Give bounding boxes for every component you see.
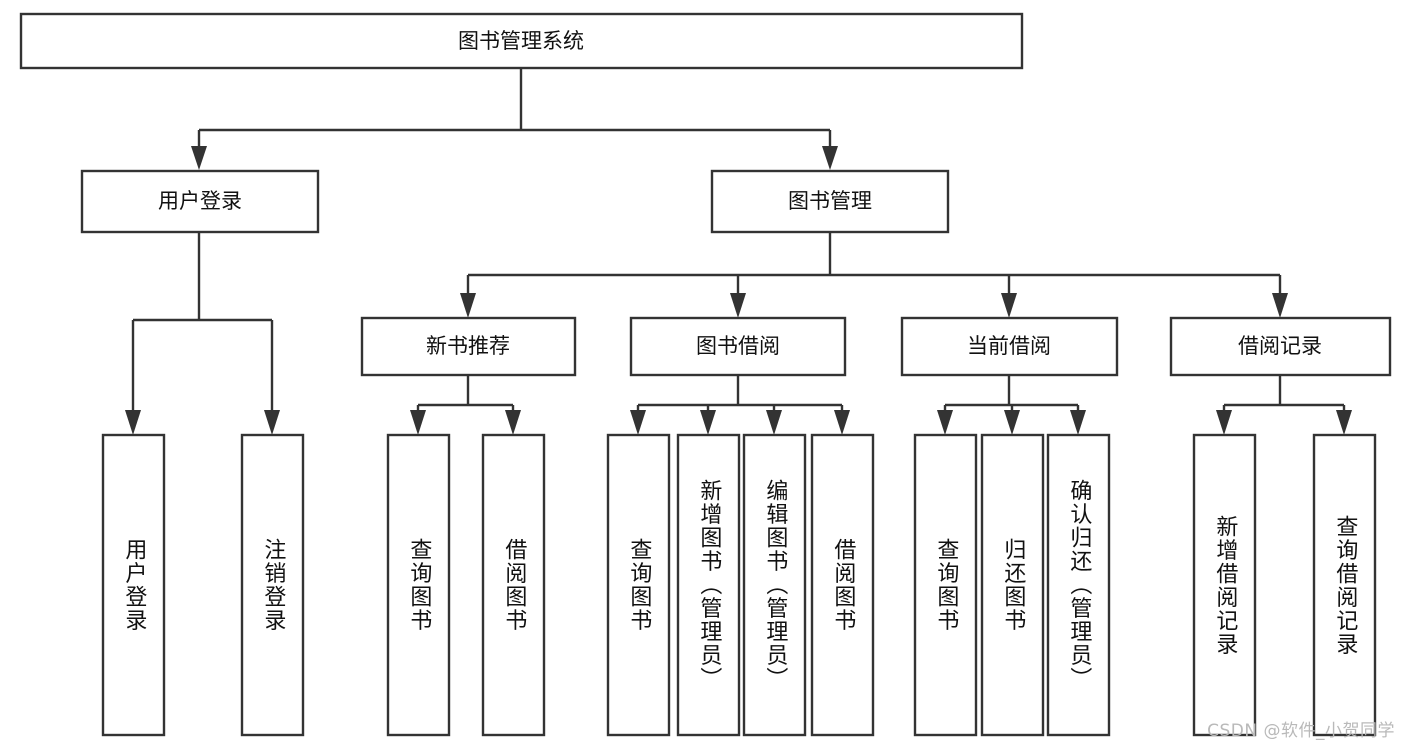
node-root[interactable]: 图书管理系统	[19, 12, 1024, 70]
leaf-box-borrowrecord-add[interactable]	[1192, 433, 1257, 737]
arrow-head-newbook-leaf-1	[410, 410, 426, 435]
connector-group-root-to-level2	[191, 68, 838, 170]
leaf-box-currentborrow-confirm[interactable]	[1046, 433, 1111, 737]
node-new-book-recommend[interactable]: 新书推荐	[360, 316, 577, 377]
arrow-head-currentborrow-leaf-3	[1070, 410, 1086, 435]
node-new-book-recommend-label: 新书推荐	[426, 334, 510, 358]
arrow-head-currentborrow-leaf-1	[937, 410, 953, 435]
connector-group-bookborrow-to-leaves	[630, 375, 850, 435]
leaf-box-borrowrecord-query[interactable]	[1312, 433, 1377, 737]
leaf-box-newbook-borrow[interactable]	[481, 433, 546, 737]
node-borrow-record-box[interactable]	[1169, 316, 1392, 377]
arrow-head-currentborrow-leaf-2	[1004, 410, 1020, 435]
node-book-manage-label: 图书管理	[788, 189, 872, 213]
arrow-head-current-borrow	[1001, 293, 1017, 318]
arrow-head-newbook-leaf-2	[505, 410, 521, 435]
arrow-head-new-book	[460, 293, 476, 318]
arrow-head-user-login	[191, 146, 207, 170]
node-current-borrow-label: 当前借阅	[967, 334, 1051, 358]
leaf-box-currentborrow-return[interactable]	[980, 433, 1045, 737]
node-book-borrow-box[interactable]	[629, 316, 847, 377]
node-borrow-record-label: 借阅记录	[1238, 334, 1322, 358]
arrow-head-borrow-record	[1272, 293, 1288, 318]
node-root-label: 图书管理系统	[458, 29, 584, 53]
connector-group-currentborrow-to-leaves	[937, 375, 1086, 435]
leaf-box-newbook-query[interactable]	[386, 433, 451, 737]
arrow-head-bookborrow-leaf-1	[630, 410, 646, 435]
arrow-head-leaf-logout	[264, 410, 280, 435]
arrow-head-bookborrow-leaf-3	[766, 410, 782, 435]
connector-group-bookmanage-to-level3	[460, 232, 1288, 318]
connector-group-borrowrecord-to-leaves	[1216, 375, 1352, 435]
connector-group-newbook-to-leaves	[410, 375, 521, 435]
leaf-box-currentborrow-query[interactable]	[913, 433, 978, 737]
leaf-box-user-login[interactable]	[101, 433, 166, 737]
arrow-head-bookborrow-leaf-4	[834, 410, 850, 435]
node-current-borrow-box[interactable]	[900, 316, 1119, 377]
arrow-head-borrowrecord-leaf-1	[1216, 410, 1232, 435]
node-book-borrow-label: 图书借阅	[696, 334, 780, 358]
node-book-manage[interactable]: 图书管理	[710, 169, 950, 234]
leaf-box-bookborrow-query[interactable]	[606, 433, 671, 737]
leaf-box-bookborrow-add[interactable]	[676, 433, 741, 737]
node-root-box[interactable]	[19, 12, 1024, 70]
csdn-watermark: CSDN @软件_小贺同学	[1207, 721, 1395, 741]
leaf-box-bookborrow-edit[interactable]	[742, 433, 807, 737]
connector-group-userlogin-to-leaves	[125, 232, 280, 435]
arrow-head-leaf-user-login	[125, 410, 141, 435]
node-user-login-label: 用户登录	[158, 189, 242, 213]
arrow-head-book-borrow	[730, 293, 746, 318]
node-borrow-record[interactable]: 借阅记录	[1169, 316, 1392, 377]
arrow-head-borrowrecord-leaf-2	[1336, 410, 1352, 435]
node-new-book-recommend-box[interactable]	[360, 316, 577, 377]
node-user-login[interactable]: 用户登录	[80, 169, 320, 234]
arrow-head-book-manage	[822, 146, 838, 170]
node-book-manage-box[interactable]	[710, 169, 950, 234]
leaf-box-bookborrow-borrow[interactable]	[810, 433, 875, 737]
node-user-login-box[interactable]	[80, 169, 320, 234]
node-current-borrow[interactable]: 当前借阅	[900, 316, 1119, 377]
leaf-box-logout[interactable]	[240, 433, 305, 737]
arrow-head-bookborrow-leaf-2	[700, 410, 716, 435]
node-book-borrow[interactable]: 图书借阅	[629, 316, 847, 377]
